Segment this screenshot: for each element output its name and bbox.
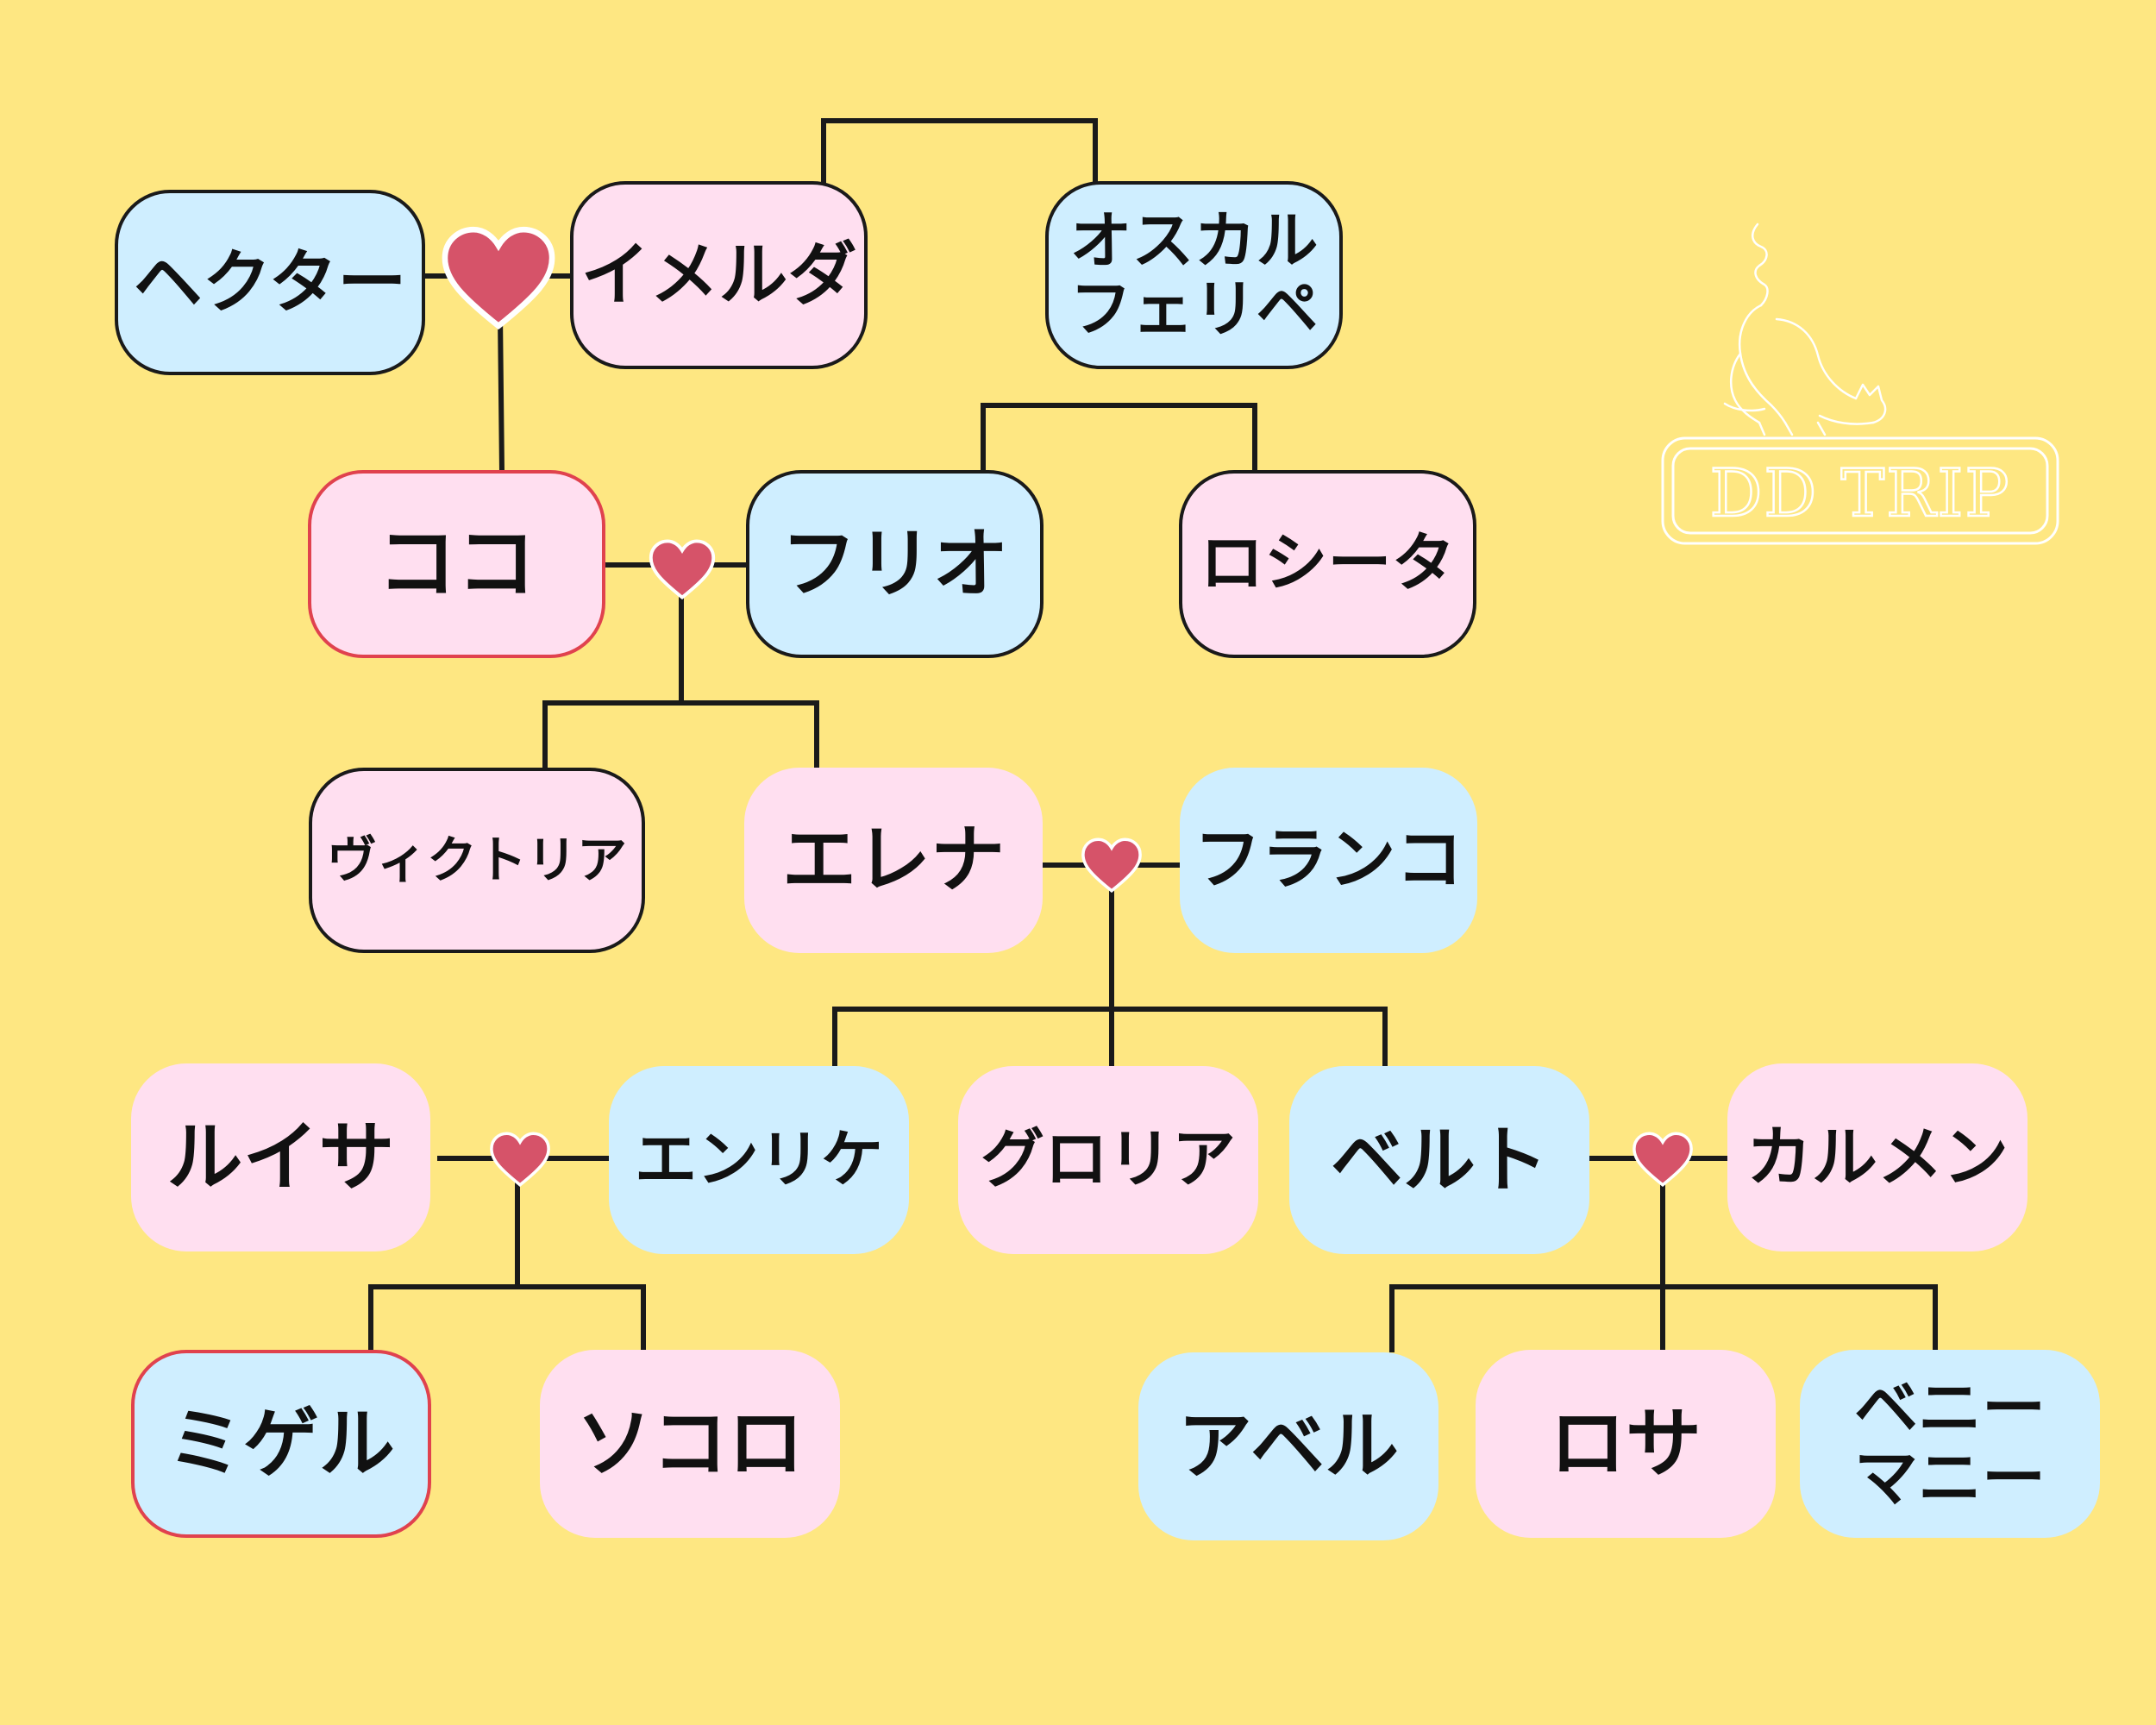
person-miguel: ミゲル (131, 1350, 431, 1538)
person-rosa: ロサ (1476, 1350, 1776, 1538)
children-bracket-abel-rosa-benny (1389, 1284, 1938, 1352)
heart-icon (1633, 1132, 1693, 1187)
heart-icon (649, 539, 716, 599)
person-imelda: イメルダ (570, 181, 868, 369)
heart-icon (442, 226, 555, 329)
dd-trip-logo: DD TRIP (1661, 223, 2059, 545)
person-berto: ベルト (1289, 1066, 1589, 1254)
sibling-bracket-julio-rosita (981, 403, 1257, 473)
person-coco: ココ (308, 470, 605, 658)
person-oscar-felipe: オスカル フェリペ (1045, 181, 1343, 369)
person-socorro: ソコロ (540, 1350, 840, 1538)
cat-icon (1723, 223, 1887, 436)
children-bracket-victoria-elena (542, 700, 819, 770)
person-rosita: ロシータ (1179, 470, 1476, 658)
person-enrique: エンリケ (609, 1066, 909, 1254)
person-carmen: カルメン (1727, 1063, 2028, 1251)
person-hector: ヘクター (115, 190, 425, 375)
person-victoria: ヴィクトリア (309, 768, 645, 953)
sibling-bracket-imelda-oscar (821, 118, 1098, 184)
person-elena: エレナ (744, 768, 1043, 953)
heart-icon (490, 1132, 550, 1187)
person-franco: フランコ (1180, 768, 1477, 953)
person-julio: フリオ (746, 470, 1044, 658)
logo-text: DD TRIP (1709, 455, 2010, 531)
children-bracket-miguel-socorro (368, 1284, 646, 1352)
person-gloria: グロリア (958, 1066, 1258, 1254)
person-benny-manny: ベニー マニー (1800, 1350, 2100, 1538)
child-line-coco (497, 311, 505, 476)
person-abel: アベル (1138, 1352, 1438, 1540)
logo-frame (1661, 436, 2059, 545)
heart-icon (1081, 837, 1142, 893)
person-luisa: ルイサ (131, 1063, 430, 1251)
